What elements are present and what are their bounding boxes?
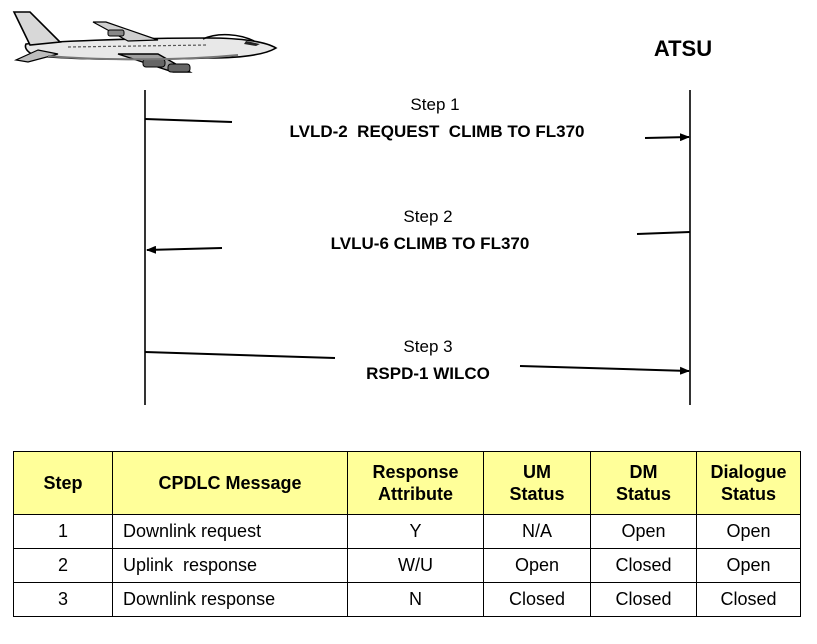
cell-um-status: N/A — [483, 514, 591, 549]
cell-response-attribute: W/U — [347, 548, 484, 583]
cell-cpdlc-message: Downlink response — [112, 582, 348, 617]
cell-dm-status: Open — [590, 514, 697, 549]
cell-dialogue-status: Closed — [696, 582, 801, 617]
step-1-arrow-tail — [144, 118, 233, 123]
step-1-label: Step 1 — [410, 95, 459, 114]
step-2-label: Step 2 — [403, 207, 452, 226]
header-cpdlc-message: CPDLC Message — [112, 451, 348, 515]
cell-dialogue-status: Open — [696, 548, 801, 583]
cell-um-status: Open — [483, 548, 591, 583]
cpdlc-sequence-diagram: ATSU Step 1 LVLD-2 REQUEST CLIMB TO FL37… — [12, 11, 712, 405]
step-2-arrow-head — [146, 245, 223, 254]
header-step: Step — [13, 451, 113, 515]
cell-um-status: Closed — [483, 582, 591, 617]
cell-dm-status: Closed — [590, 582, 697, 617]
step-2-message: LVLU-6 CLIMB TO FL370 — [331, 234, 530, 253]
step-1-arrow-head — [644, 133, 690, 142]
cell-response-attribute: Y — [347, 514, 484, 549]
step-3-arrow-head — [519, 365, 690, 375]
cell-cpdlc-message: Downlink request — [112, 514, 348, 549]
cell-step: 2 — [13, 548, 113, 583]
cell-cpdlc-message: Uplink response — [112, 548, 348, 583]
cell-step: 3 — [13, 582, 113, 617]
cell-dm-status: Closed — [590, 548, 697, 583]
table-row: 2 Uplink response W/U Open Closed Open — [13, 548, 801, 583]
cell-response-attribute: N — [347, 582, 484, 617]
table-row: 1 Downlink request Y N/A Open Open — [13, 514, 801, 549]
cell-dialogue-status: Open — [696, 514, 801, 549]
step-1-message: LVLD-2 REQUEST CLIMB TO FL370 — [289, 122, 584, 141]
step-3-arrow-tail — [144, 351, 336, 359]
aircraft-icon — [12, 11, 278, 73]
atsu-label: ATSU — [654, 36, 712, 61]
step-3-message: RSPD-1 WILCO — [366, 364, 490, 383]
cell-step: 1 — [13, 514, 113, 549]
table-row: 3 Downlink response N Closed Closed Clos… — [13, 582, 801, 617]
step-2-arrow-tail — [636, 231, 691, 235]
step-3-label: Step 3 — [403, 337, 452, 356]
